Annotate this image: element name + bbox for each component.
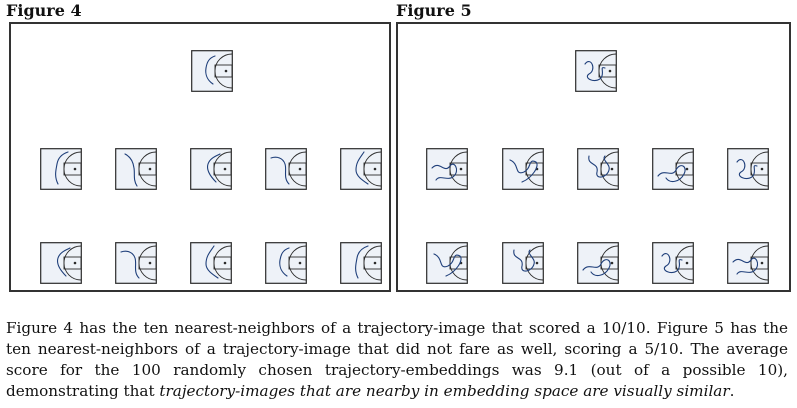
neighbor-trajectory-image [652,242,694,284]
trajectory-path [55,151,69,185]
neighbor-trajectory-image [115,242,157,284]
neighbor-trajectory-image [40,148,82,190]
trajectory-path [355,151,369,185]
hoop [223,261,227,265]
three-point-arc [363,151,382,187]
hoop [610,167,614,171]
neighbor-trajectory-image [115,148,157,190]
trajectory-path [732,257,759,275]
hoop [685,167,689,171]
hoop [760,167,764,171]
hoop [73,167,77,171]
hoop [760,261,764,265]
trajectory-path [509,159,538,183]
trajectory-path [584,61,606,82]
three-point-arc [288,245,307,281]
hoop [298,167,302,171]
caption-main-text: Figure 4 has the ten nearest-neighbors o… [6,319,788,400]
hoop [373,261,377,265]
hoop [148,261,152,265]
trajectory-path [205,245,219,279]
three-point-arc [63,245,82,281]
three-point-arc [63,151,82,187]
trajectory-path [124,153,138,187]
three-point-arc [750,151,769,187]
three-point-arc [600,151,619,187]
three-point-arc [213,245,232,281]
trajectory-path [205,55,216,85]
hoop [373,167,377,171]
trajectory-path [582,259,611,277]
neighbor-trajectory-image [727,148,769,190]
hoop [459,167,463,171]
three-point-arc [449,151,468,187]
trajectory-path [657,165,686,183]
hoop [685,261,689,265]
figure-caption: Figure 4 has the ten nearest-neighbors o… [6,318,788,402]
neighbor-trajectory-image [40,242,82,284]
three-point-arc [449,245,468,281]
figure-4-panel [9,22,391,292]
three-point-arc [675,245,694,281]
neighbor-trajectory-image [577,148,619,190]
trajectory-path [355,245,369,279]
trajectory-path [431,163,458,181]
neighbor-trajectory-image [265,148,307,190]
hoop [224,69,228,73]
neighbor-trajectory-image [426,242,468,284]
trajectory-path [736,159,758,180]
trajectory-path [513,249,535,272]
neighbor-trajectory-image [340,242,382,284]
neighbor-trajectory-image [340,148,382,190]
neighbor-trajectory-image [727,242,769,284]
neighbor-trajectory-image [652,148,694,190]
hoop [535,261,539,265]
three-point-arc [138,151,157,187]
neighbor-trajectory-image [426,148,468,190]
neighbor-trajectory-image [502,242,544,284]
neighbor-trajectory-image [190,148,232,190]
hoop [610,261,614,265]
hoop [298,261,302,265]
trajectory-path [588,155,610,178]
three-point-arc [525,151,544,187]
hoop [73,261,77,265]
hoop [148,167,152,171]
three-point-arc [598,53,617,89]
three-point-arc [750,245,769,281]
caption-end-text: . [729,382,735,400]
neighbor-trajectory-image [265,242,307,284]
hoop [223,167,227,171]
query-trajectory-image [191,50,233,92]
three-point-arc [213,151,232,187]
query-trajectory-image [575,50,617,92]
hoop [608,69,612,73]
three-point-arc [525,245,544,281]
caption-italic-text: trajectory-images that are nearby in emb… [159,382,730,400]
trajectory-path [56,247,71,277]
neighbor-trajectory-image [577,242,619,284]
figure-5-title: Figure 5 [396,1,472,20]
three-point-arc [138,245,157,281]
trajectory-path [270,156,290,185]
three-point-arc [288,151,307,187]
three-point-arc [214,53,233,89]
trajectory-path [661,253,683,274]
trajectory-path [120,250,140,279]
figure-4-title: Figure 4 [6,1,82,20]
trajectory-path [206,153,221,183]
figure-5-panel [396,22,791,292]
trajectory-path [433,253,462,277]
trajectory-path [279,247,290,277]
neighbor-trajectory-image [190,242,232,284]
neighbor-trajectory-image [502,148,544,190]
three-point-arc [363,245,382,281]
